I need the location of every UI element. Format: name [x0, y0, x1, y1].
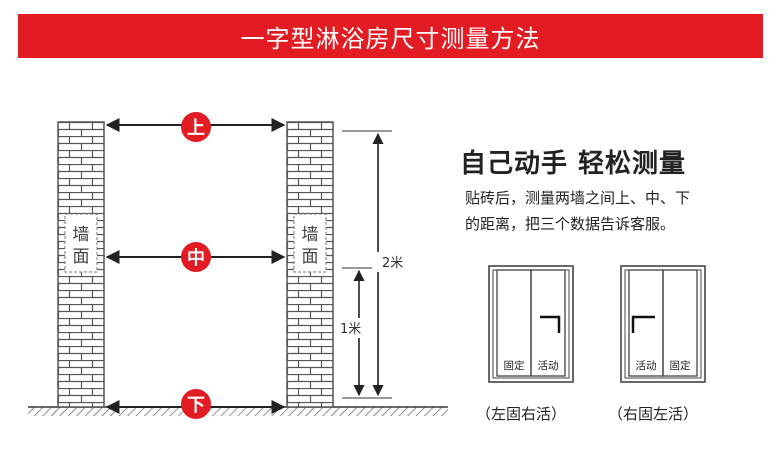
title-banner: 一字型淋浴房尺寸测量方法: [18, 14, 763, 58]
dimension-2m: 2米: [342, 130, 403, 399]
floor: [28, 406, 448, 416]
door2-caption: （右固左活）: [608, 405, 699, 423]
page-title: 一字型淋浴房尺寸测量方法: [240, 24, 541, 53]
door1-right-label: 活动: [538, 360, 559, 372]
marker-top: 上: [181, 112, 211, 142]
marker-middle-label: 中: [187, 247, 205, 269]
door1-left-label: 固定: [504, 359, 525, 372]
right-wall-label-2: 面: [302, 247, 319, 267]
door2-left-label: 活动: [636, 360, 657, 372]
marker-middle: 中: [181, 242, 211, 272]
info-description: 贴砖后，测量两墙之间上、中、下 的距离，把三个数据告诉客服。: [465, 185, 755, 237]
dimension-2m-label: 2米: [382, 256, 403, 271]
marker-top-label: 上: [187, 118, 205, 139]
left-wall-label-1: 墙: [73, 225, 90, 245]
marker-bottom: 下: [181, 389, 211, 419]
info-line-2: 的距离，把三个数据告诉客服。: [465, 215, 676, 233]
door-handle-icon: [631, 315, 655, 333]
dimension-1m-label: 1米: [340, 322, 361, 337]
dimension-1m: 1米: [340, 267, 372, 397]
door2-right-label: 固定: [670, 359, 691, 372]
info-line-1: 贴砖后，测量两墙之间上、中、下: [465, 189, 691, 207]
right-wall-label-1: 墙: [302, 225, 319, 245]
left-wall: 墙 面: [57, 121, 105, 408]
door-handle-icon: [540, 315, 561, 333]
marker-bottom-label: 下: [187, 395, 205, 416]
right-wall: 墙 面: [286, 121, 334, 408]
left-wall-label-2: 面: [73, 247, 90, 267]
door1-caption: （左固右活）: [476, 405, 567, 423]
door-diagram-left-fixed: 固定 活动: [488, 265, 574, 383]
info-heading: 自己动手 轻松测量: [460, 149, 687, 179]
door-diagram-right-fixed: 活动 固定: [620, 265, 706, 383]
